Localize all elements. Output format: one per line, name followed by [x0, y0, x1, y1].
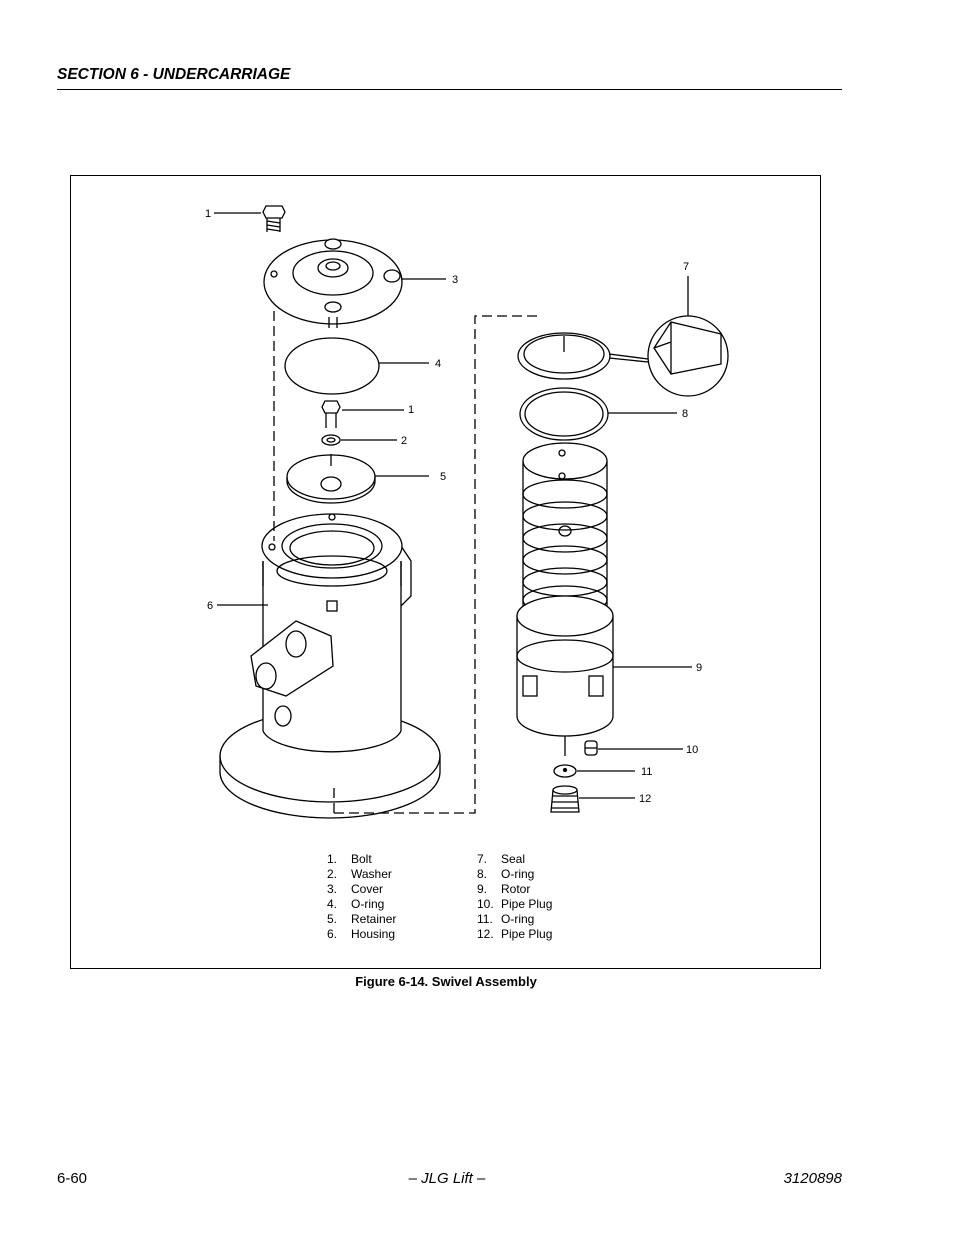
- legend-left: 1.Bolt 2.Washer 3.Cover 4.O-ring 5.Retai…: [327, 852, 396, 942]
- seal-detail-icon: [647, 315, 729, 397]
- washer-icon: [321, 434, 341, 446]
- bolt-top-icon: [262, 205, 286, 232]
- legend-right: 7.Seal 8.O-ring 9.Rotor 10.Pipe Plug 11.…: [477, 852, 552, 942]
- legend-item: 10.Pipe Plug: [477, 897, 553, 911]
- legend-item: 1.Bolt: [327, 852, 372, 866]
- callout-3: 3: [452, 274, 458, 286]
- legend-item: 5.Retainer: [327, 912, 397, 926]
- callout-5: 5: [440, 471, 446, 483]
- seal-icon: [517, 332, 611, 380]
- page-header: SECTION 6 - UNDERCARRIAGE: [57, 64, 842, 90]
- callout-4: 4: [435, 358, 441, 370]
- callout-12: 12: [639, 793, 651, 805]
- callout-7: 7: [683, 261, 689, 273]
- footer-brand: – JLG Lift –: [408, 1170, 486, 1187]
- o-ring-11-icon: [553, 764, 577, 778]
- pipe-plug-10-icon: [584, 740, 598, 756]
- o-ring-8-icon: [519, 387, 609, 441]
- legend-item: 4.O-ring: [327, 897, 385, 911]
- callout-1a: 1: [205, 208, 211, 220]
- bolt-mid-icon: [321, 400, 341, 428]
- legend-item: 11.O-ring: [477, 912, 535, 926]
- legend-item: 12.Pipe Plug: [477, 927, 553, 941]
- housing-icon: [219, 513, 441, 819]
- callout-9: 9: [696, 662, 702, 674]
- callout-11: 11: [641, 766, 652, 778]
- callout-2: 2: [401, 435, 407, 447]
- cover-icon: [263, 238, 403, 328]
- retainer-icon: [286, 454, 376, 504]
- callout-6: 6: [207, 600, 213, 612]
- callout-8: 8: [682, 408, 688, 420]
- rotor-icon: [516, 442, 614, 756]
- figure-frame: 1 3 4 1 2 5 6 7 8 9 10 11 12 1.Bolt 2.Wa…: [70, 175, 821, 969]
- callout-10: 10: [686, 744, 698, 756]
- o-ring-4-icon: [284, 337, 380, 395]
- pipe-plug-12-icon: [550, 785, 580, 813]
- legend-item: 6.Housing: [327, 927, 396, 941]
- legend-item: 8.O-ring: [477, 867, 535, 881]
- swivel-assembly-drawing: 1 3 4 1 2 5 6 7 8 9 10 11 12: [205, 205, 729, 819]
- callout-1b: 1: [408, 404, 414, 416]
- section-title: SECTION 6 - UNDERCARRIAGE: [57, 66, 291, 83]
- legend-item: 3.Cover: [327, 882, 384, 896]
- legend-item: 7.Seal: [477, 852, 526, 866]
- alignment-lines: [273, 311, 541, 814]
- document-number: 3120898: [783, 1170, 842, 1187]
- seal-pointer: [608, 353, 649, 363]
- legend-item: 2.Washer: [327, 867, 392, 881]
- legend-item: 9.Rotor: [477, 882, 531, 896]
- page-number: 6-60: [57, 1170, 88, 1187]
- figure-caption: Figure 6-14. Swivel Assembly: [355, 974, 537, 989]
